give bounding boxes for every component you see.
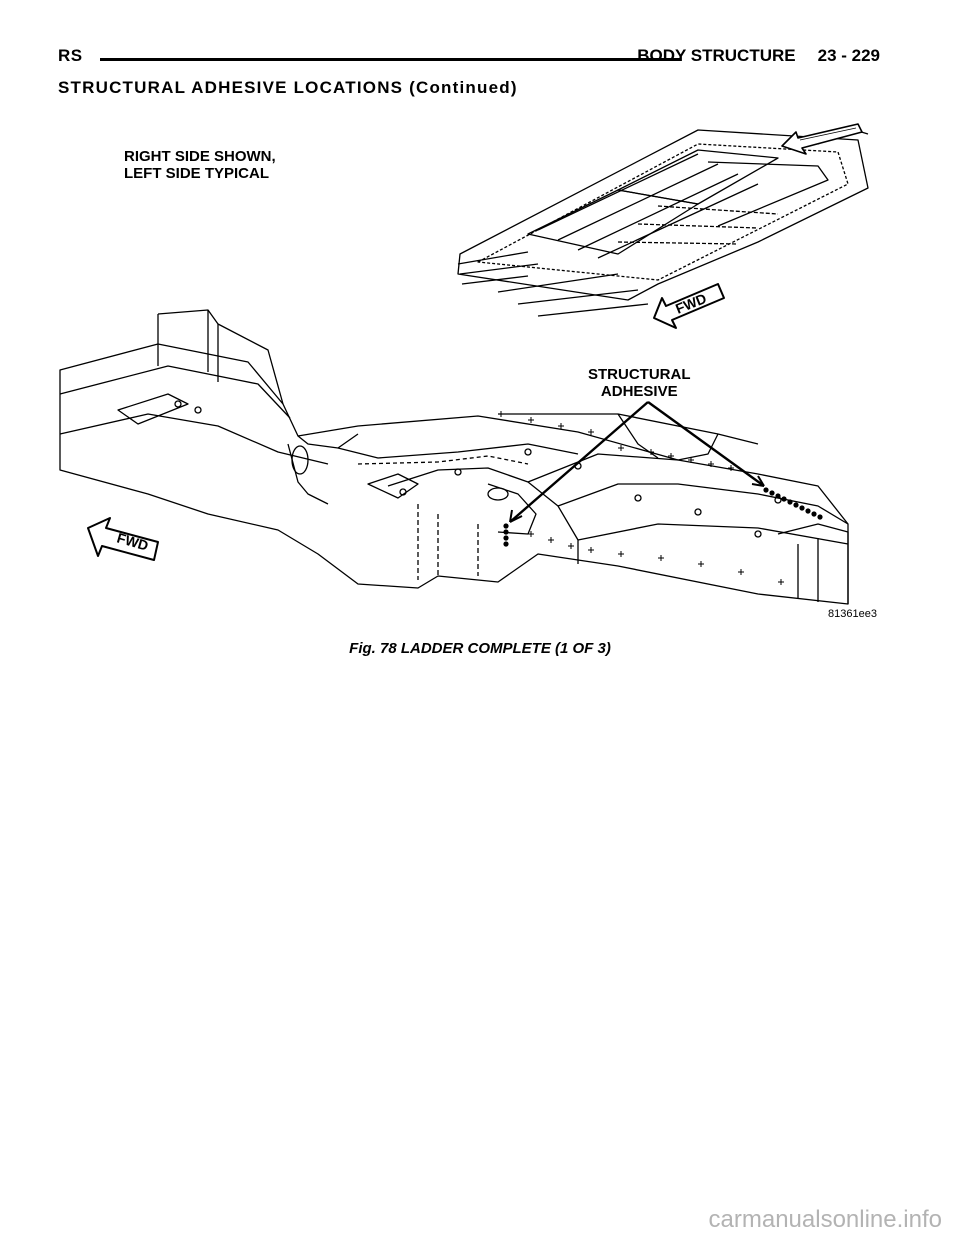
callout-adhesive-line1: STRUCTURAL xyxy=(588,366,691,383)
adhesive-beads xyxy=(503,487,823,547)
callout-structural-adhesive: STRUCTURAL ADHESIVE xyxy=(588,366,691,400)
callout-right-side-shown: RIGHT SIDE SHOWN, LEFT SIDE TYPICAL xyxy=(124,148,276,182)
figure-ladder-complete: FWD xyxy=(58,114,898,636)
figure-code: 81361ee3 xyxy=(828,608,877,620)
ladder-illustration: FWD xyxy=(59,123,869,605)
floor-pan-overview xyxy=(457,123,869,317)
header-right: BODY STRUCTURE 23 - 229 xyxy=(637,46,880,66)
fwd-arrow-lower: FWD xyxy=(87,517,159,561)
header-page-number: 23 - 229 xyxy=(817,46,880,65)
ladder-assembly xyxy=(59,309,849,605)
header-model-code: RS xyxy=(58,46,83,65)
adhesive-leader-lines xyxy=(509,401,765,523)
callout-adhesive-line2: ADHESIVE xyxy=(600,383,678,400)
header-section-name: BODY STRUCTURE xyxy=(637,46,796,65)
header-rule xyxy=(100,58,680,61)
callout-side-line2: LEFT SIDE TYPICAL xyxy=(124,165,270,182)
callout-side-line1: RIGHT SIDE SHOWN, xyxy=(124,148,276,165)
figure-caption: Fig. 78 LADDER COMPLETE (1 OF 3) xyxy=(349,640,611,657)
fwd-arrow-upper: FWD xyxy=(653,283,725,329)
page-header: RS BODY STRUCTURE 23 - 229 xyxy=(58,46,880,70)
watermark: carmanualsonline.info xyxy=(708,1206,942,1233)
section-title: STRUCTURAL ADHESIVE LOCATIONS (Continued… xyxy=(58,78,518,97)
